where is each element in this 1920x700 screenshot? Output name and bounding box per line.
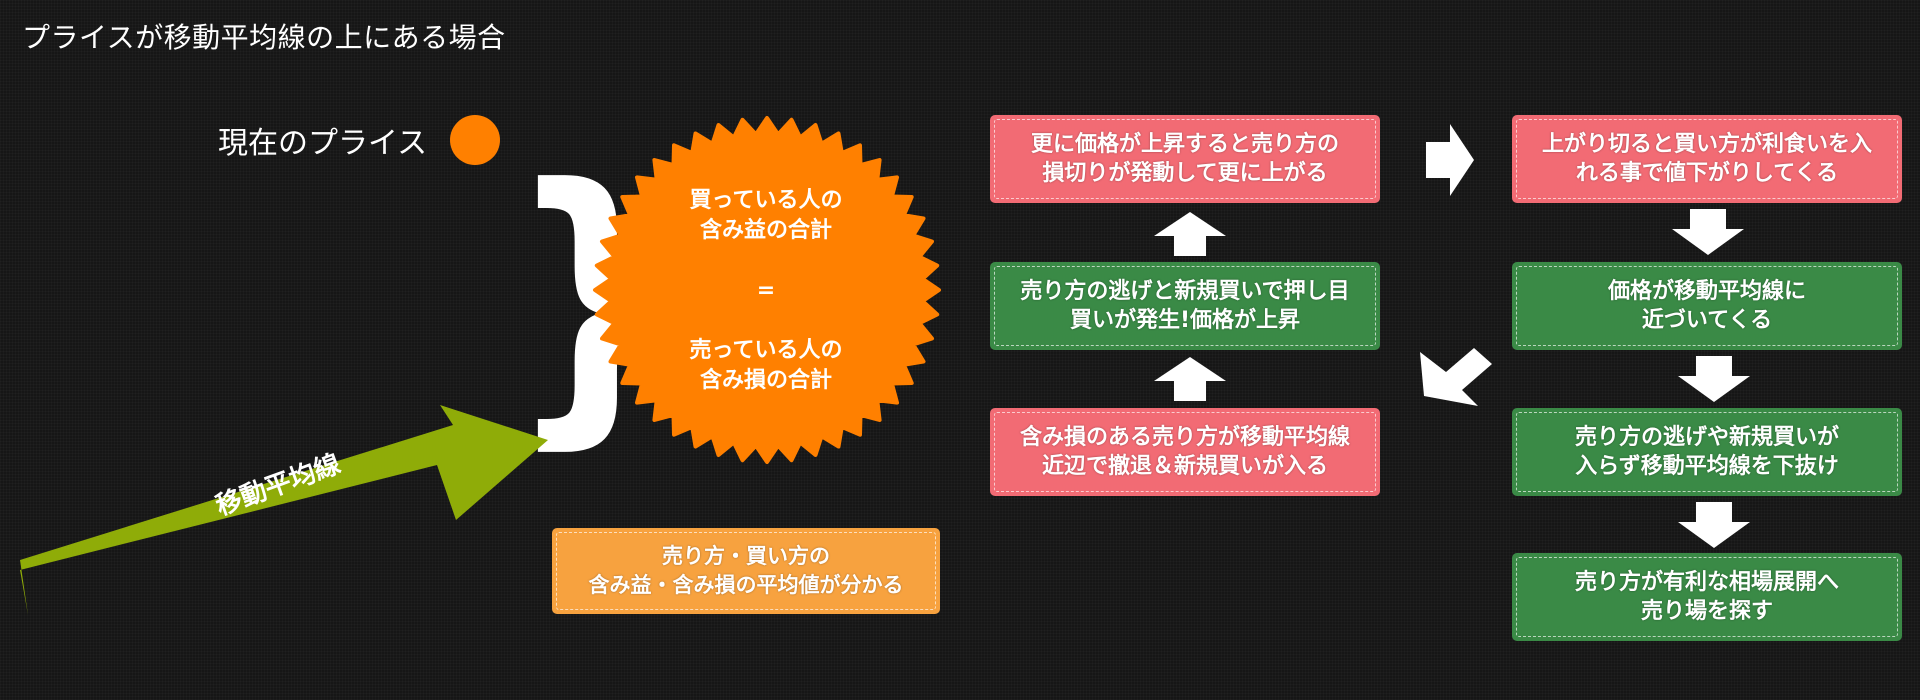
down-arrow-icon [1678,356,1750,402]
burst-line-unrealized-loss: 含み損の合計 [699,368,832,393]
current-price-dot [450,115,500,165]
burst-line-unrealized-gain: 含み益の合計 [699,218,832,243]
starburst-path [593,116,941,464]
diagonal-arrow-icon [1420,348,1492,406]
average-note-box: 売り方・買い方の 含み益・含み損の平均値が分かる [552,528,940,614]
moving-average-arrow-shape [20,405,548,615]
page-title: プライスが移動平均線の上にある場合 [22,21,506,54]
burst-line-sellers: 売っている人の [689,338,843,363]
box-pullback-buy: 売り方の逃げと新規買いで押し目 買いが発生!価格が上昇 [990,262,1380,350]
down-arrow-icon [1672,209,1744,255]
box-stop-loss-rise: 更に価格が上昇すると売り方の 損切りが発動して更に上がる [990,115,1380,203]
burst-line-buyers: 買っている人の [689,188,843,213]
box-sellers-exit: 含み損のある売り方が移動平均線 近辺で撤退＆新規買いが入る [990,408,1380,496]
moving-average-arrow [20,405,548,615]
box-break-below-ma: 売り方の逃げや新規買いが 入らず移動平均線を下抜け [1512,408,1902,496]
starburst-shape [593,116,941,464]
right-arrow-icon [1426,124,1474,196]
box-profit-taking: 上がり切ると買い方が利食いを入 れる事で値下がりしてくる [1512,115,1902,203]
current-price-label: 現在のプライス [218,126,428,161]
box-approach-ma: 価格が移動平均線に 近づいてくる [1512,262,1902,350]
burst-equals-sign: = [756,278,776,303]
down-arrow-icon [1678,502,1750,548]
box-sellers-advantage: 売り方が有利な相場展開へ 売り場を探す [1512,553,1902,641]
up-arrow-icon [1154,357,1226,401]
up-arrow-icon [1154,212,1226,256]
